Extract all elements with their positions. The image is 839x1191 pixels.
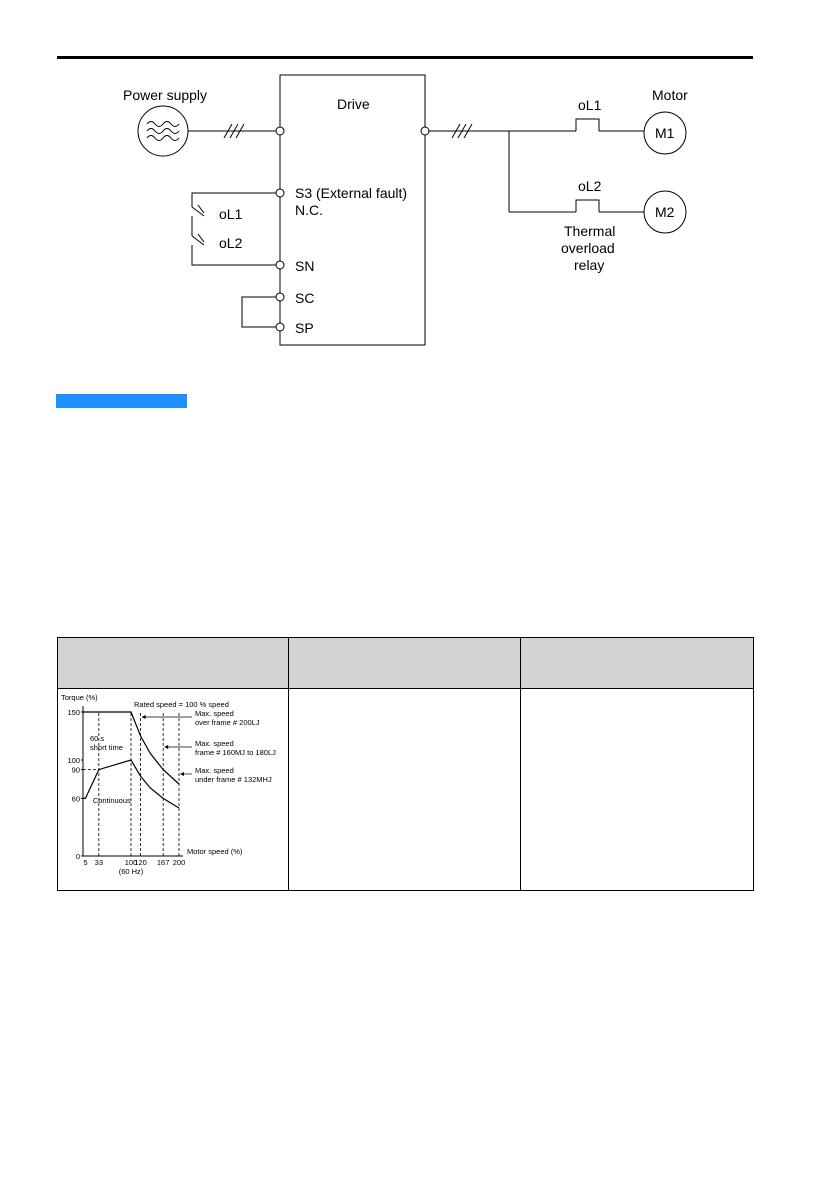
- chart-y-axis-label: Torque (%): [61, 693, 98, 702]
- power-supply-label: Power supply: [123, 87, 207, 103]
- terminal-input: [275, 126, 285, 136]
- chart-y-tick-label: 60: [72, 794, 80, 803]
- terminal-sc-label: SC: [295, 290, 314, 306]
- motor-1-icon: [643, 111, 687, 155]
- chart-annotation-max-speed: Max. speed: [195, 766, 234, 775]
- three-phase-mark-icon: [451, 123, 473, 139]
- chart-y-tick-label: 0: [76, 852, 80, 861]
- chart-annotation-continuous: Continuous: [93, 796, 131, 805]
- thermal-label-line2: overload: [561, 240, 615, 256]
- chart-x-tick-label: 33: [95, 858, 103, 867]
- thermal-label-line1: Thermal: [564, 223, 615, 239]
- thermal-relay-2-icon: [575, 199, 600, 212]
- chart-series-line-2: [83, 759, 180, 809]
- relay-ol1-label: oL1: [578, 97, 602, 113]
- chart-annotation-max-speed: over frame # 200LJ: [195, 718, 260, 727]
- wiring-diagram: Drive Power supply oL1 oL2 Motor M1 M2 T…: [123, 74, 688, 346]
- chart-y-tick-label: 100: [67, 756, 80, 765]
- motor-2-label: M2: [655, 204, 675, 220]
- motor-2-icon: [643, 190, 687, 234]
- power-supply-icon: [137, 105, 189, 157]
- chart-x-tick-label: 5: [83, 858, 87, 867]
- chart-y-tick-label: 90: [72, 766, 80, 775]
- terminal-nc-label: N.C.: [295, 202, 323, 218]
- chart-x-axis-label: Motor speed (%): [187, 847, 243, 856]
- nc-contact-wiring: [191, 192, 276, 266]
- sc-sp-jumper: [241, 296, 276, 328]
- chart-y-tick-label: 150: [67, 708, 80, 717]
- chart-series-line-1: [83, 711, 180, 785]
- chart-x-tick-label: 167: [157, 858, 170, 867]
- chart-annotation-arrowhead: [180, 772, 184, 776]
- relay-ol2-label: oL2: [578, 178, 602, 194]
- chart-annotation-max-speed: frame # 160MJ to 180LJ: [195, 748, 276, 757]
- chart-annotation-max-speed: under frame # 132MHJ: [195, 775, 272, 784]
- chart-annotation-short-time: short time: [90, 743, 123, 752]
- table-header-cell: [520, 637, 754, 689]
- thermal-label-line3: relay: [574, 257, 604, 273]
- terminal-sn-label: SN: [295, 258, 314, 274]
- three-phase-mark-icon: [223, 123, 245, 139]
- table-cell: [520, 688, 754, 891]
- drive-label: Drive: [337, 96, 370, 112]
- chart-x-tick-label: 120: [134, 858, 147, 867]
- chart-annotation-arrowhead: [141, 715, 146, 719]
- motor-label: Motor: [652, 87, 688, 103]
- contact-ol2-label: oL2: [219, 235, 243, 251]
- chart-x-tick-label: 100: [125, 858, 138, 867]
- section-marker-bar: [56, 394, 187, 408]
- table-header-cell: [57, 637, 289, 689]
- motor-1-label: M1: [655, 125, 675, 141]
- terminal-s3-label: S3 (External fault): [295, 185, 407, 201]
- chart-annotation-max-speed: Max. speed: [195, 739, 234, 748]
- page-top-rule: [57, 56, 753, 59]
- terminal-s3: [275, 188, 285, 198]
- thermal-relay-1-icon: [575, 118, 600, 131]
- contact-ol1-label: oL1: [219, 206, 243, 222]
- terminal-sn: [275, 260, 285, 270]
- chart-x-tick-label: 200: [173, 858, 186, 867]
- chart-annotation-max-speed: Max. speed: [195, 709, 234, 718]
- table-header-row: [57, 637, 754, 689]
- chart-annotation-arrowhead: [164, 745, 169, 749]
- terminal-sp-label: SP: [295, 320, 314, 336]
- terminal-output: [420, 126, 430, 136]
- terminal-sp: [275, 322, 285, 332]
- chart-annotation-rated-speed: Rated speed = 100 % speed: [134, 700, 229, 709]
- table-cell: [288, 688, 521, 891]
- chart-x-tick-note: (60 Hz): [119, 867, 144, 876]
- drive-box: [279, 74, 426, 346]
- table-header-cell: [288, 637, 521, 689]
- terminal-sc: [275, 292, 285, 302]
- chart-annotation-short-time: 60 s: [90, 734, 104, 743]
